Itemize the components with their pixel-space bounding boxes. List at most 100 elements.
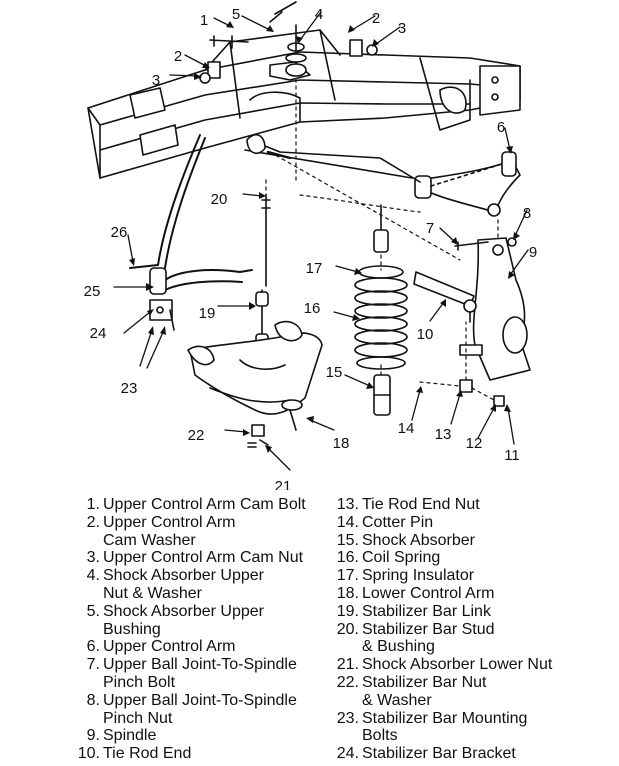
legend-text: Pinch Bolt	[103, 673, 176, 691]
legend-number: 9.	[86, 727, 100, 745]
callout-11: 11	[504, 447, 520, 464]
legend-text: Cam Washer	[103, 531, 196, 549]
legend-row: 4.Shock Absorber Upper	[75, 567, 306, 585]
legend-row: Nut & Washer	[75, 585, 306, 603]
legend-number: 23.	[336, 709, 359, 727]
callout-3: 3	[398, 20, 406, 37]
frame-rail	[87, 29, 521, 179]
legend-number: 20.	[336, 620, 359, 638]
legend-text: Tie Rod End	[103, 745, 192, 763]
legend-row: 9.Spindle	[75, 727, 306, 745]
legend-text: Spindle	[103, 727, 157, 745]
legend-number: 2.	[86, 513, 100, 531]
legend-row: & Washer	[333, 692, 552, 710]
stabilizer-nut	[251, 424, 265, 437]
upper-control-arm	[414, 151, 521, 217]
legend-text: Upper Control Arm	[103, 638, 236, 656]
callout-14: 14	[398, 420, 415, 437]
legend-row: Bushing	[75, 621, 306, 639]
legend-text: Spring Insulator	[362, 567, 475, 585]
callout-4: 4	[315, 6, 323, 23]
legend-row: 1.Upper Control Arm Cam Bolt	[75, 496, 306, 514]
callout-25: 25	[84, 283, 101, 300]
legend-row: 2.Upper Control Arm	[75, 514, 306, 532]
legend-text: Upper Ball Joint-To-Spindle	[103, 656, 297, 674]
legend-row: 7.Upper Ball Joint-To-Spindle	[75, 656, 306, 674]
callout-26: 26	[111, 224, 128, 241]
legend-text: Upper Control Arm	[103, 513, 236, 531]
legend-row: Bolts	[333, 727, 552, 745]
callout-1: 1	[200, 12, 208, 29]
stabilizer-bar	[129, 134, 253, 331]
legend-text: Shock Absorber Upper	[103, 602, 264, 620]
legend-row: 8.Upper Ball Joint-To-Spindle	[75, 692, 306, 710]
legend-number: 5.	[86, 602, 100, 620]
legend-row: 16.Coil Spring	[333, 549, 552, 567]
legend-text: Shock Absorber	[362, 531, 475, 549]
legend-number: 6.	[86, 638, 100, 656]
legend-number: 21.	[336, 656, 359, 674]
leader-lines	[113, 11, 529, 471]
cam-washer-right	[349, 39, 363, 57]
callout-13: 13	[435, 426, 452, 443]
legend-number: 16.	[336, 549, 359, 567]
legend-number: 14.	[336, 513, 359, 531]
legend-row: Pinch Nut	[75, 710, 306, 728]
legend-row: 24.Stabilizer Bar Bracket	[333, 745, 552, 763]
legend-text: Stabilizer Bar Link	[362, 602, 491, 620]
tie-rod-nut	[459, 379, 473, 393]
callout-7: 7	[426, 220, 434, 237]
legend-text: Upper Ball Joint-To-Spindle	[103, 691, 297, 709]
legend-text: & Bushing	[362, 638, 435, 656]
callout-15: 15	[326, 364, 343, 381]
legend-text: Coil Spring	[362, 549, 441, 567]
legend-row: 15.Shock Absorber	[333, 532, 552, 550]
legend-row: 21.Shock Absorber Lower Nut	[333, 656, 553, 674]
legend-number: 13.	[336, 496, 359, 513]
legend-number: 17.	[336, 567, 359, 585]
legend-number: 10.	[77, 745, 100, 763]
legend-text: Cotter Pin	[362, 513, 434, 531]
legend-number: 3.	[86, 549, 100, 567]
callout-10: 10	[417, 326, 434, 343]
cam-bolt-top	[269, 1, 297, 23]
cam-nut-right	[366, 44, 378, 56]
legend-text: Tie Rod End Nut	[362, 496, 480, 513]
cam-nut-left	[199, 72, 211, 84]
legend-row: 14.Cotter Pin	[333, 514, 552, 532]
callout-12: 12	[466, 435, 483, 452]
tie-rod-end	[413, 271, 477, 323]
callout-6: 6	[497, 119, 505, 136]
legend-row: 13.Tie Rod End Nut	[333, 496, 552, 514]
legend-text: Bolts	[362, 727, 398, 745]
legend-number: 7.	[86, 656, 100, 674]
callout-5: 5	[232, 6, 240, 23]
legend-text: Shock Absorber Upper	[103, 567, 264, 585]
legend-text: Nut & Washer	[103, 584, 202, 602]
legend-text: Stabilizer Bar Mounting	[362, 709, 528, 727]
coil-spring	[354, 265, 408, 370]
callout-19: 19	[199, 305, 216, 322]
legend-text: Bushing	[103, 620, 161, 638]
legend-text: Upper Control Arm Cam Nut	[103, 549, 304, 567]
callout-23: 23	[121, 380, 138, 397]
callout-17: 17	[306, 260, 323, 277]
legend-text: Lower Control Arm	[362, 584, 495, 602]
spindle	[459, 237, 531, 381]
legend-text: Stabilizer Bar Bracket	[362, 745, 516, 763]
callout-22: 22	[188, 427, 205, 444]
cam-washer-left	[207, 61, 221, 79]
legend-text: Stabilizer Bar Nut	[362, 673, 487, 691]
legend-row: 23.Stabilizer Bar Mounting	[333, 710, 552, 728]
callout-16: 16	[304, 300, 321, 317]
legend-text: Stabilizer Bar Stud	[362, 620, 495, 638]
legend-row: 18.Lower Control Arm	[333, 585, 552, 603]
legend-row: 10.Tie Rod End	[75, 745, 306, 763]
callout-3: 3	[152, 72, 160, 89]
legend-number: 15.	[336, 531, 359, 549]
legend-row: Pinch Bolt	[75, 674, 306, 692]
lower-control-arm	[187, 320, 323, 431]
legend-row: & Bushing	[333, 638, 552, 656]
